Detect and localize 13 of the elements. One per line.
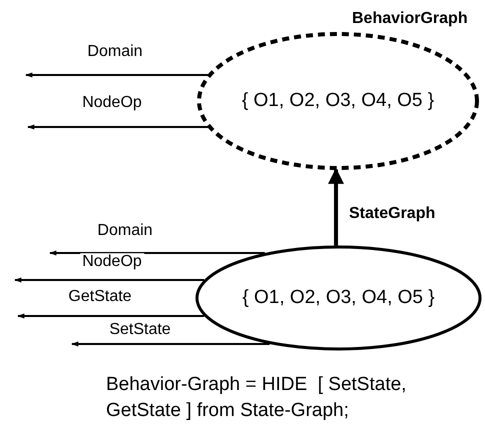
- node-label: { O1, O2, O3, O4, O5 }: [242, 287, 435, 309]
- arrow: [49, 250, 265, 256]
- arrow: [71, 342, 270, 346]
- caption: Behavior-Graph = HIDE [ SetState, GetState ] from State-Graph;: [106, 373, 408, 423]
- arrow: [25, 72, 208, 78]
- node-heading: StateGraph: [349, 205, 436, 223]
- arrow: [14, 278, 204, 282]
- edge-label: NodeOp: [80, 253, 144, 271]
- arrow: [27, 124, 208, 130]
- arrow: [328, 168, 344, 246]
- node-label: { O1, O2, O3, O4, O5 }: [242, 90, 434, 112]
- node-heading: BehaviorGraph: [352, 10, 468, 28]
- arrow: [17, 314, 204, 318]
